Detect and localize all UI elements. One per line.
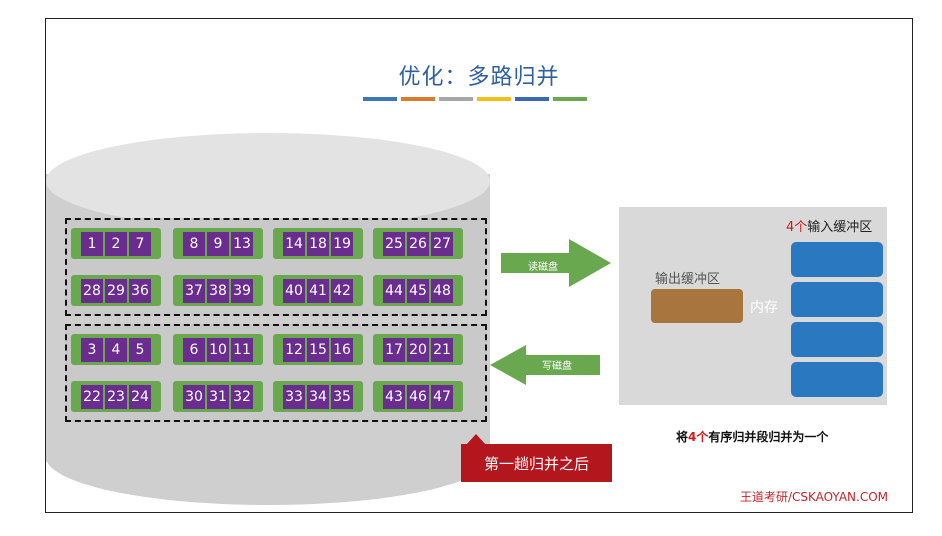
pass-banner: 第一趟归并之后 bbox=[461, 444, 612, 482]
record-key: 26 bbox=[407, 232, 429, 256]
record-key: 20 bbox=[407, 338, 429, 362]
input-buffer bbox=[791, 322, 883, 357]
record-key: 41 bbox=[307, 279, 329, 303]
record-key: 38 bbox=[207, 279, 229, 303]
input-buffer bbox=[791, 282, 883, 317]
memory-label: 内存 bbox=[750, 297, 778, 317]
record-key: 15 bbox=[307, 338, 329, 362]
record-key: 18 bbox=[307, 232, 329, 256]
footer-brand: 王道考研/CSKAOYAN.COM bbox=[740, 488, 888, 505]
input-buffer-count: 4个 bbox=[786, 220, 807, 235]
record-key: 24 bbox=[129, 385, 151, 409]
caption-suffix: 有序归并段归并为一个 bbox=[708, 430, 828, 444]
record-key: 32 bbox=[231, 385, 253, 409]
record-key: 37 bbox=[183, 279, 205, 303]
record-key: 10 bbox=[207, 338, 229, 362]
record-key: 47 bbox=[431, 385, 453, 409]
record-key: 13 bbox=[231, 232, 253, 256]
output-buffer-label: 输出缓冲区 bbox=[655, 268, 720, 287]
record-key: 43 bbox=[383, 385, 405, 409]
record-key: 16 bbox=[331, 338, 353, 362]
record-key: 9 bbox=[207, 232, 229, 256]
record-key: 40 bbox=[283, 279, 305, 303]
input-buffer-title: 4个输入缓冲区 bbox=[786, 216, 872, 235]
record-key: 3 bbox=[81, 338, 103, 362]
caption-prefix: 将 bbox=[676, 430, 688, 444]
record-key: 11 bbox=[231, 338, 253, 362]
record-key: 25 bbox=[383, 232, 405, 256]
record-key: 44 bbox=[383, 279, 405, 303]
record-key: 2 bbox=[105, 232, 127, 256]
record-key: 46 bbox=[407, 385, 429, 409]
title-color-bars bbox=[363, 97, 587, 101]
record-key: 21 bbox=[431, 338, 453, 362]
record-key: 6 bbox=[183, 338, 205, 362]
color-bar bbox=[401, 97, 435, 101]
record-key: 4 bbox=[105, 338, 127, 362]
record-key: 12 bbox=[283, 338, 305, 362]
record-key: 36 bbox=[129, 279, 151, 303]
write-disk-label: 写磁盘 bbox=[542, 357, 572, 372]
merge-caption: 将4个有序归并段归并为一个 bbox=[676, 428, 828, 445]
record-key: 31 bbox=[207, 385, 229, 409]
disk-cylinder-bottom bbox=[46, 409, 490, 505]
record-key: 22 bbox=[81, 385, 103, 409]
record-key: 30 bbox=[183, 385, 205, 409]
record-key: 8 bbox=[183, 232, 205, 256]
record-key: 45 bbox=[407, 279, 429, 303]
record-key: 14 bbox=[283, 232, 305, 256]
output-buffer bbox=[651, 289, 743, 323]
record-key: 1 bbox=[81, 232, 103, 256]
record-key: 28 bbox=[81, 279, 103, 303]
record-key: 5 bbox=[129, 338, 151, 362]
record-key: 42 bbox=[331, 279, 353, 303]
record-key: 7 bbox=[129, 232, 151, 256]
caption-count: 4个 bbox=[688, 430, 708, 444]
record-key: 39 bbox=[231, 279, 253, 303]
read-disk-label: 读磁盘 bbox=[528, 258, 558, 273]
record-key: 23 bbox=[105, 385, 127, 409]
slide-title: 优化：多路归并 bbox=[46, 59, 912, 91]
disk-cylinder-top bbox=[46, 133, 490, 229]
color-bar bbox=[553, 97, 587, 101]
record-key: 27 bbox=[431, 232, 453, 256]
record-key: 48 bbox=[431, 279, 453, 303]
record-key: 29 bbox=[105, 279, 127, 303]
input-buffer bbox=[791, 362, 883, 397]
record-key: 35 bbox=[331, 385, 353, 409]
record-key: 17 bbox=[383, 338, 405, 362]
color-bar bbox=[363, 97, 397, 101]
color-bar bbox=[439, 97, 473, 101]
color-bar bbox=[477, 97, 511, 101]
record-key: 19 bbox=[331, 232, 353, 256]
input-buffer-label: 输入缓冲区 bbox=[807, 220, 872, 235]
record-key: 34 bbox=[307, 385, 329, 409]
color-bar bbox=[515, 97, 549, 101]
record-key: 33 bbox=[283, 385, 305, 409]
input-buffer bbox=[791, 242, 883, 277]
